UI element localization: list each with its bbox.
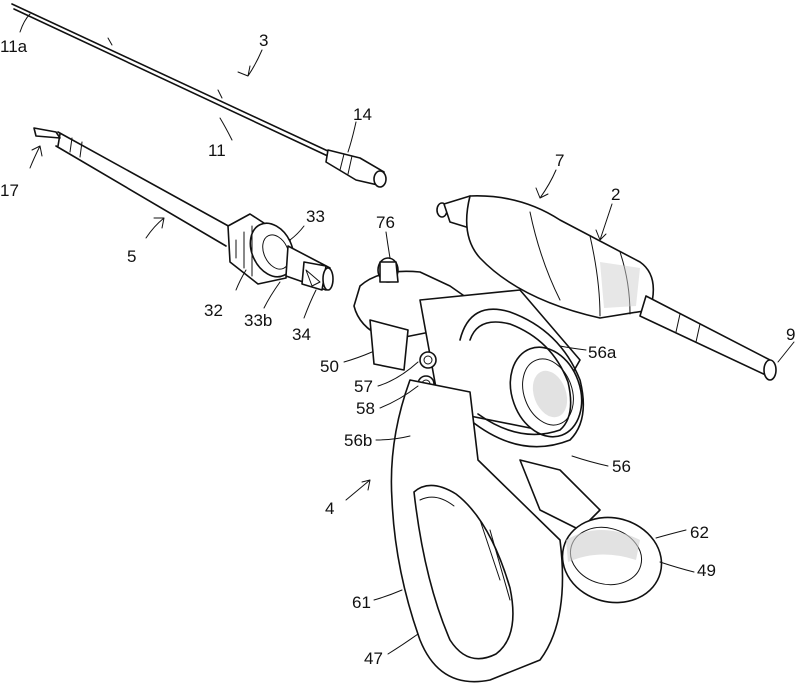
label-62: 62 bbox=[690, 523, 709, 542]
label-76: 76 bbox=[376, 213, 395, 232]
label-57: 57 bbox=[354, 377, 373, 396]
label-14: 14 bbox=[353, 105, 372, 124]
instrument-5 bbox=[34, 128, 333, 290]
label-61: 61 bbox=[352, 593, 371, 612]
label-11: 11 bbox=[208, 141, 226, 160]
label-32: 32 bbox=[204, 301, 223, 320]
label-5: 5 bbox=[127, 247, 136, 266]
label-47: 47 bbox=[364, 649, 383, 668]
label-49: 49 bbox=[697, 561, 716, 580]
label-50: 50 bbox=[320, 357, 339, 376]
rod-assembly-3 bbox=[12, 4, 386, 187]
label-56a: 56a bbox=[588, 343, 617, 362]
label-58: 58 bbox=[356, 399, 375, 418]
label-56b: 56b bbox=[344, 431, 372, 450]
label-3: 3 bbox=[259, 31, 268, 50]
label-33b: 33b bbox=[244, 311, 272, 330]
label-33: 33 bbox=[306, 207, 325, 226]
label-11a: 11a bbox=[0, 37, 28, 56]
label-9: 9 bbox=[786, 325, 795, 344]
label-56: 56 bbox=[612, 457, 631, 476]
label-4: 4 bbox=[325, 499, 334, 518]
label-17: 17 bbox=[0, 181, 19, 200]
label-34: 34 bbox=[292, 325, 311, 344]
label-2: 2 bbox=[611, 185, 620, 204]
label-7: 7 bbox=[555, 151, 564, 170]
